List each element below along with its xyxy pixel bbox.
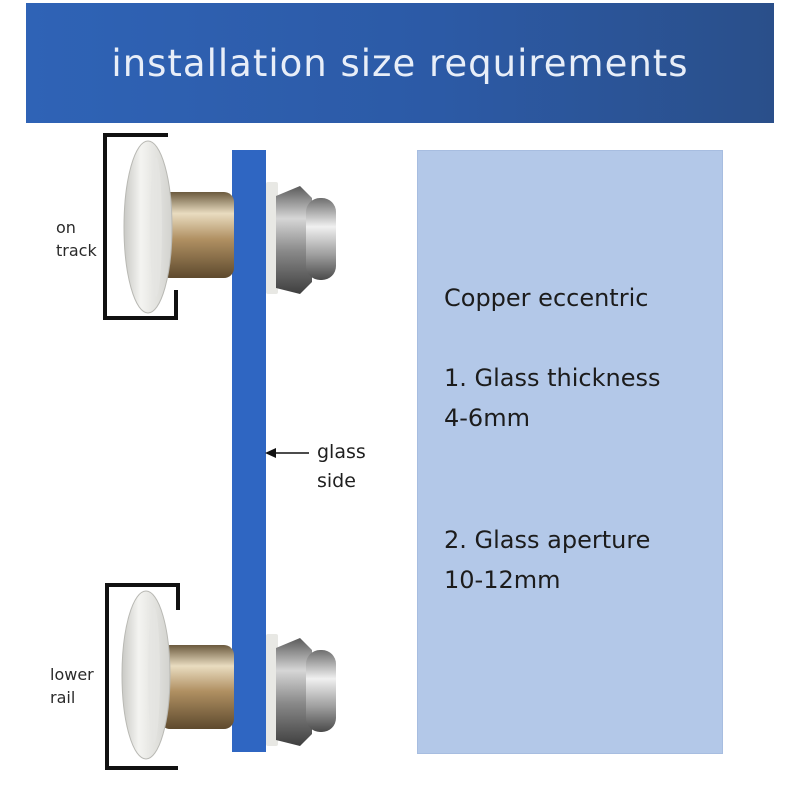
spec-panel: Copper eccentric 1. Glass thickness 4-6m…	[417, 150, 723, 754]
spec-heading: Copper eccentric	[444, 284, 649, 312]
glass-thickness-value: 4-6mm	[444, 404, 530, 432]
top-bracket	[103, 133, 178, 320]
bottom-bracket	[105, 583, 180, 770]
glass-pane	[232, 150, 266, 752]
glass-aperture-title: 2. Glass aperture	[444, 526, 651, 554]
glass-aperture-value: 10-12mm	[444, 566, 561, 594]
glass-side-label: glass side	[317, 438, 366, 496]
page-title: installation size requirements	[111, 41, 689, 85]
bottom-roller-icon	[121, 590, 336, 760]
lower-rail-label-line2: rail	[50, 688, 76, 707]
left-arrow-icon	[265, 448, 309, 458]
on-track-label-line2: track	[56, 241, 97, 260]
on-track-label-line1: on	[56, 218, 76, 237]
top-roller-icon	[123, 140, 336, 314]
header-banner: installation size requirements	[26, 3, 774, 123]
lower-rail-label-line1: lower	[50, 665, 94, 684]
glass-side-label-line1: glass	[317, 441, 366, 463]
glass-side-label-line2: side	[317, 470, 356, 492]
on-track-label: on track	[56, 216, 97, 262]
lower-rail-label: lower rail	[50, 663, 94, 709]
glass-thickness-title: 1. Glass thickness	[444, 364, 661, 392]
